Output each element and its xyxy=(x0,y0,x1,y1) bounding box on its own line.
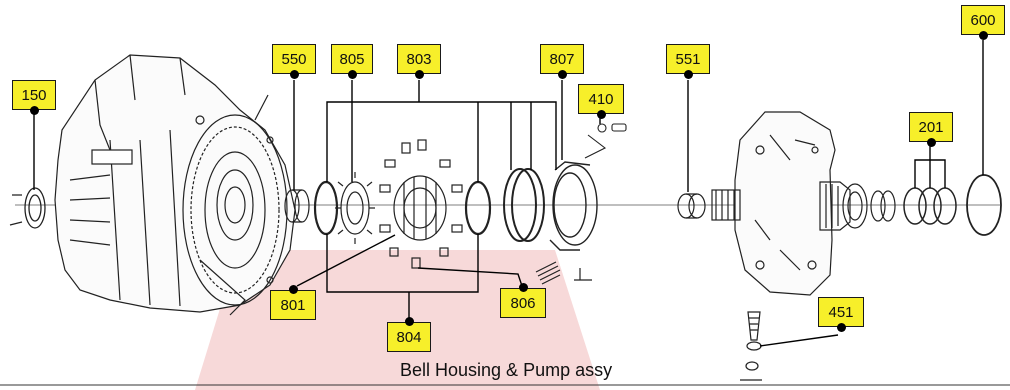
bushing-icon xyxy=(284,189,310,223)
callout-551[interactable]: 551 xyxy=(666,44,710,79)
toothed-washer-icon xyxy=(335,172,375,244)
callout-410[interactable]: 410 xyxy=(578,84,624,119)
callout-807[interactable]: 807 xyxy=(540,44,584,79)
callout-805[interactable]: 805 xyxy=(331,44,373,79)
seal-ring-icon xyxy=(9,187,46,229)
clutch-ring-icon xyxy=(503,168,545,242)
callout-801[interactable]: 801 xyxy=(270,285,316,320)
callout-803[interactable]: 803 xyxy=(397,44,441,79)
diagram-caption: Bell Housing & Pump assy xyxy=(400,360,613,380)
bushing-icon xyxy=(870,190,896,222)
valve-icon xyxy=(584,123,627,159)
callout-600[interactable]: 600 xyxy=(961,5,1005,40)
snap-ring-icon xyxy=(966,174,1002,236)
callout-550[interactable]: 550 xyxy=(272,44,316,79)
callout-804[interactable]: 804 xyxy=(387,317,431,352)
callout-150[interactable]: 150 xyxy=(12,80,56,115)
callout-201[interactable]: 201 xyxy=(909,112,953,147)
spring-cage-icon xyxy=(379,139,463,269)
leader-lines xyxy=(33,40,984,347)
callout-806[interactable]: 806 xyxy=(500,283,546,318)
bushing-icon xyxy=(677,193,706,219)
seal-ring-icon xyxy=(903,187,957,225)
bell-housing-icon xyxy=(54,54,296,316)
spring-icon xyxy=(535,261,592,285)
callout-451[interactable]: 451 xyxy=(818,297,864,332)
snap-ring-icon xyxy=(313,180,339,236)
pump-body-icon xyxy=(711,111,868,296)
piston-ring-icon xyxy=(549,161,598,251)
bolt-icon xyxy=(740,311,762,381)
snap-ring-icon xyxy=(464,180,492,236)
